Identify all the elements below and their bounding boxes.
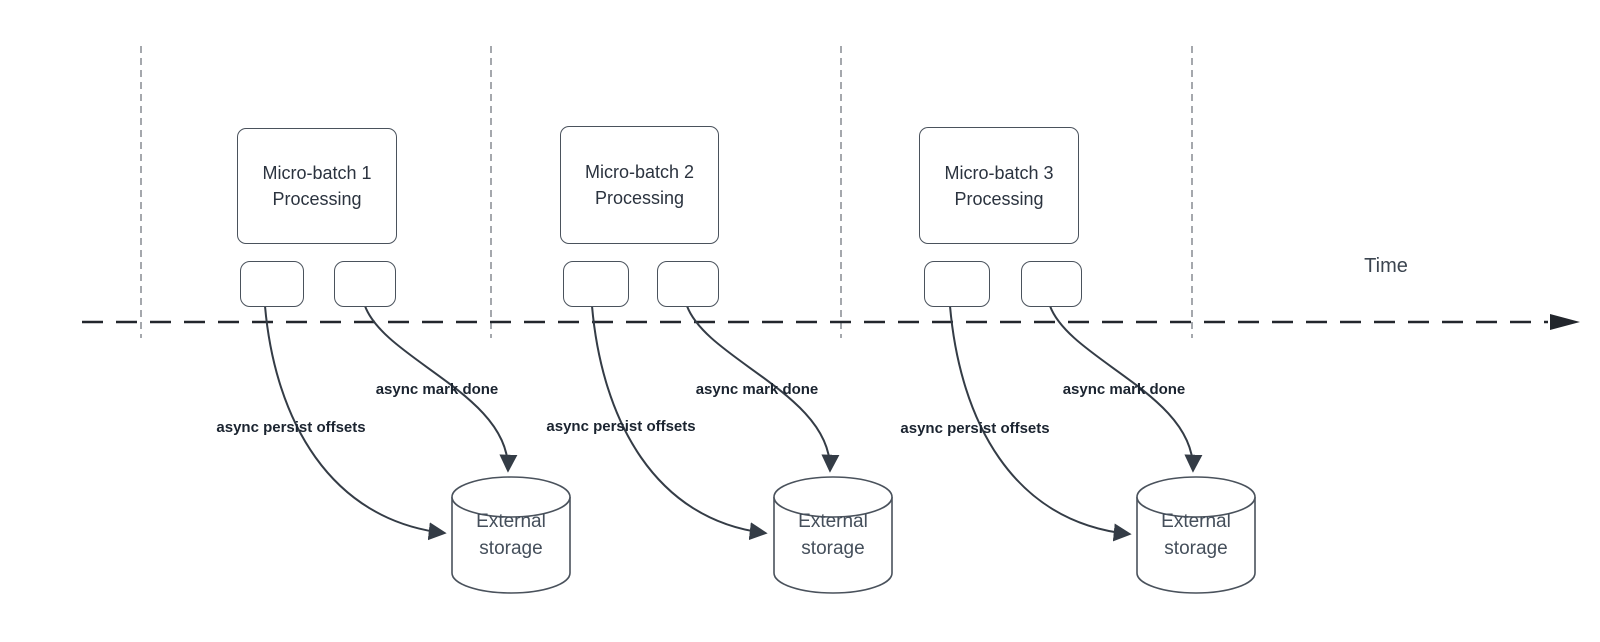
external-storage-cylinder [451, 476, 571, 594]
external-storage-cylinder [773, 476, 893, 594]
mark-done-arrow [686, 305, 840, 473]
microbatch-2-commit-task-box [657, 261, 719, 307]
external-storage-line1: External [1161, 511, 1231, 532]
external-storage-line1: External [798, 511, 868, 532]
microbatch-2-offset-task-box [563, 261, 629, 307]
mark-done-label: async mark done [375, 381, 499, 398]
persist-offsets-arrow [264, 305, 447, 541]
external-storage-line1: External [476, 511, 546, 532]
microbatch-3-title-line2: Processing [954, 188, 1044, 209]
persist-offsets-arrow [949, 305, 1132, 542]
time-label: Time [1364, 255, 1408, 277]
mark-done-label: async mark done [695, 381, 819, 398]
microbatch-1-commit-task-box [334, 261, 396, 307]
microbatch-1-title-line2: Processing [272, 189, 362, 209]
persist-offsets-arrow [591, 305, 768, 541]
time-axis-arrowhead-icon [1550, 314, 1580, 330]
mark-done-arrow [364, 305, 518, 473]
microbatch-3-commit-task-box [1021, 261, 1082, 307]
microbatch-3-offset-task-box [924, 261, 990, 307]
mark-done-label: async mark done [1062, 381, 1186, 398]
mark-done-arrow [1049, 305, 1203, 473]
external-storage-line2: storage [801, 538, 865, 559]
external-storage-label: External storage [798, 508, 868, 562]
microbatch-2-processing-box: Micro-batch 2 Processing [560, 126, 719, 244]
external-storage-label: External storage [1161, 508, 1231, 562]
external-storage-cylinder [1136, 476, 1256, 594]
external-storage-line2: storage [479, 538, 543, 559]
microbatch-1-title-line1: Micro-batch 1 [262, 163, 372, 183]
external-storage-label: External storage [476, 508, 546, 562]
persist-offsets-label: async persist offsets [900, 420, 1050, 437]
persist-offsets-label: async persist offsets [216, 419, 366, 436]
microbatch-1-processing-box: Micro-batch 1 Processing [237, 128, 397, 244]
external-storage-line2: storage [1164, 538, 1228, 559]
microbatch-3-processing-box: Micro-batch 3 Processing [919, 127, 1079, 244]
microbatch-2-title-line1: Micro-batch 2 [584, 162, 695, 182]
microbatch-3-title-line1: Micro-batch 3 [944, 162, 1054, 183]
microbatch-1-offset-task-box [240, 261, 304, 307]
persist-offsets-label: async persist offsets [546, 418, 696, 435]
microbatch-2-title-line2: Processing [594, 188, 685, 208]
